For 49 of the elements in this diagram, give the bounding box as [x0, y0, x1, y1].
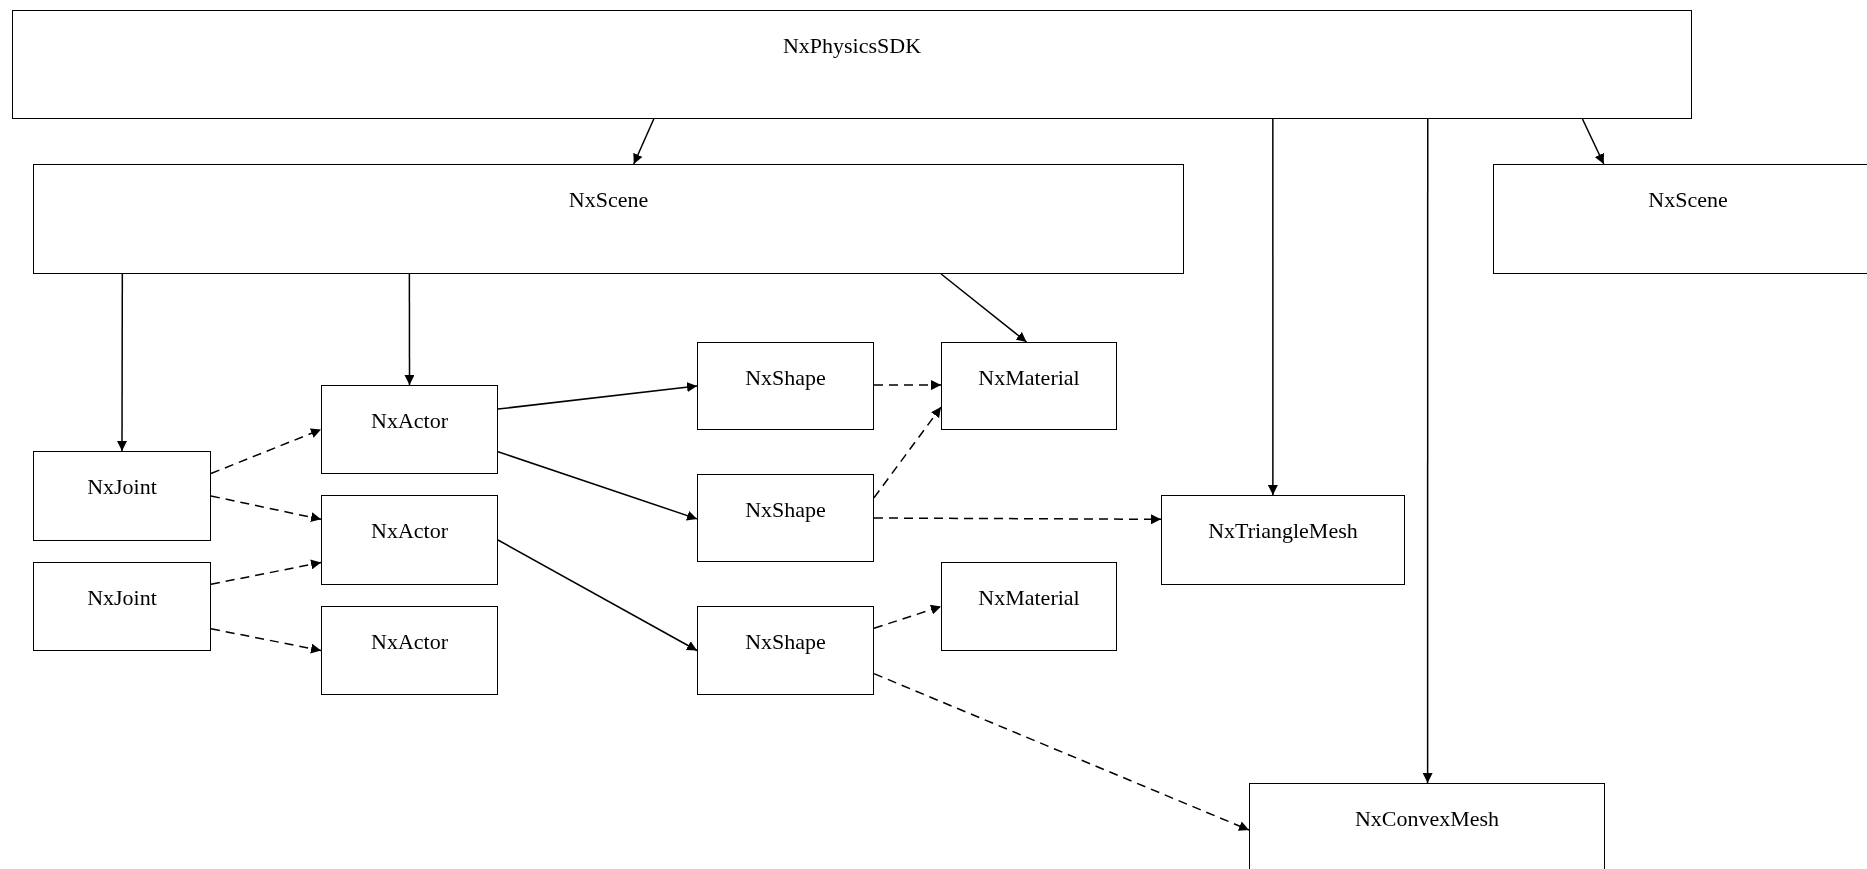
arrow — [873, 406, 942, 499]
class-box — [1493, 164, 1867, 274]
arrow — [210, 628, 322, 654]
class-name: NxTriangleMesh — [1208, 518, 1358, 544]
arrow — [497, 539, 698, 652]
arrow — [1422, 118, 1433, 784]
arrow — [873, 604, 942, 629]
class-box — [697, 474, 874, 562]
arrow — [210, 559, 322, 585]
class-box — [321, 606, 498, 695]
arrow — [210, 495, 322, 523]
class-box — [33, 164, 1184, 274]
class-name: NxShape — [745, 497, 826, 523]
arrow — [873, 672, 1250, 831]
class-box — [33, 562, 211, 651]
arrow — [404, 273, 415, 386]
class-box — [1161, 495, 1405, 585]
class-box — [321, 495, 498, 585]
class-box — [12, 10, 1692, 119]
arrow — [633, 118, 655, 165]
class-name: NxScene — [568, 187, 649, 213]
class-box — [941, 342, 1117, 430]
class-name: NxScene — [1648, 187, 1728, 213]
class-name: NxMaterial — [978, 365, 1080, 391]
arrow — [873, 380, 942, 391]
class-box — [941, 562, 1117, 651]
class-box — [33, 451, 211, 541]
class-name: NxMaterial — [978, 585, 1080, 611]
class-box — [697, 606, 874, 695]
class-name: NxPhysicsSDK — [782, 33, 922, 59]
class-name: NxActor — [371, 408, 448, 434]
arrow — [873, 514, 1162, 525]
arrow — [497, 451, 698, 521]
arrow — [210, 428, 322, 475]
class-name: NxJoint — [87, 474, 157, 500]
class-name: NxJoint — [87, 585, 157, 611]
class-box — [697, 342, 874, 430]
arrow — [497, 382, 698, 410]
class-name: NxConvexMesh — [1354, 806, 1500, 832]
arrow — [1581, 118, 1605, 165]
class-box — [1249, 783, 1605, 869]
class-name: NxActor — [371, 629, 448, 655]
class-name: NxActor — [371, 518, 448, 544]
arrow — [117, 273, 127, 452]
class-name: NxShape — [745, 629, 826, 655]
arrow — [940, 273, 1028, 343]
class-box — [321, 385, 498, 474]
class-name: NxShape — [745, 365, 826, 391]
arrow — [1267, 118, 1278, 496]
